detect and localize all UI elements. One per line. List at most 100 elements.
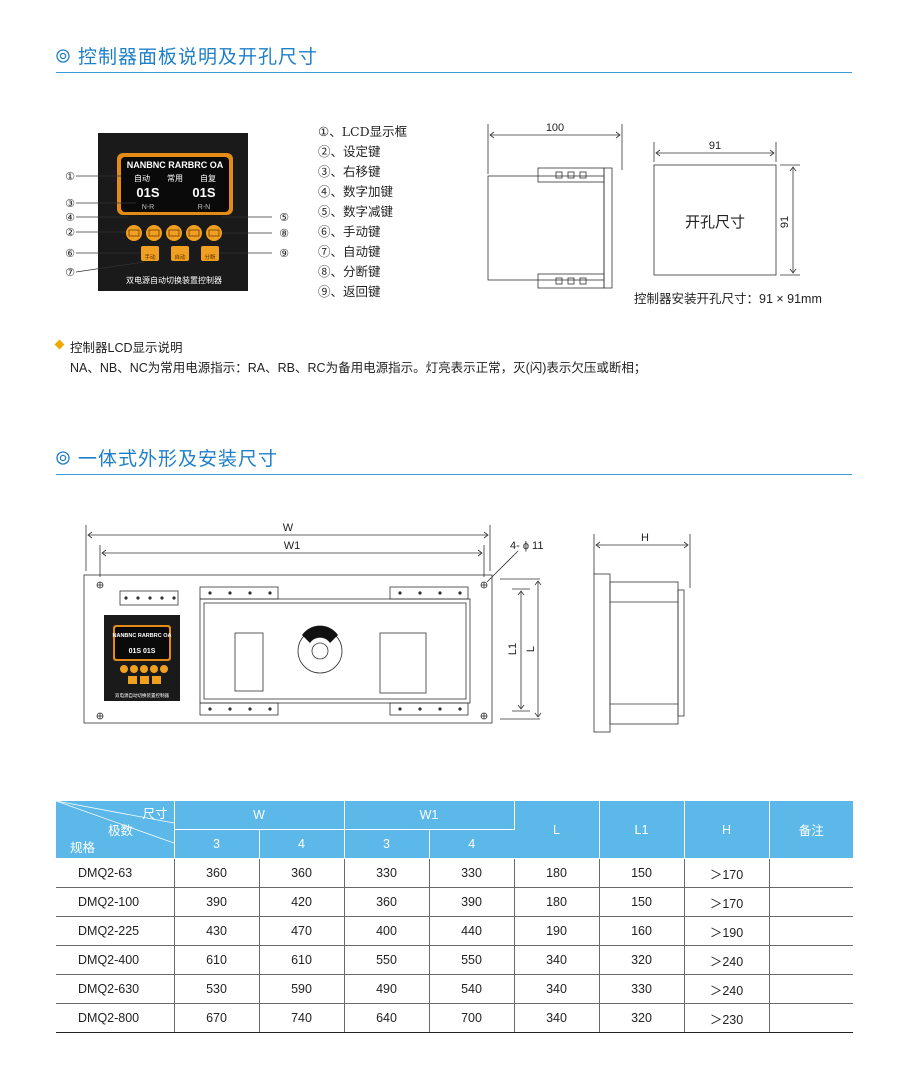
cell-h: ＞230 bbox=[684, 1003, 770, 1033]
cell-remark bbox=[769, 974, 853, 1004]
subheader-w-3: 3 bbox=[174, 829, 260, 859]
cell-l: 340 bbox=[514, 974, 600, 1004]
panel-caption: 双电源自动切换装置控制器 bbox=[126, 275, 222, 285]
cell-w4: 740 bbox=[259, 1003, 345, 1033]
table-row: DMQ2-800 670 740 640 700 340 320 ＞230 bbox=[56, 1003, 853, 1033]
legend-item: ⑥、手动键 bbox=[318, 224, 381, 239]
controller-panel-diagram: NANBNC RARBRC OA 自动 常用 自复 01S 01S N-R R-… bbox=[65, 133, 289, 291]
legend-item: ⑨、返回键 bbox=[318, 284, 381, 299]
cell-l1: 330 bbox=[599, 974, 685, 1004]
cell-w3: 390 bbox=[174, 887, 260, 917]
cell-w4: 470 bbox=[259, 916, 345, 946]
cell-h: ＞190 bbox=[684, 916, 770, 946]
cell-w1-3: 640 bbox=[344, 1003, 430, 1033]
cutout-caption: 控制器安装开孔尺寸：91 × 91mm bbox=[634, 292, 822, 306]
legend-item: ④、数字加键 bbox=[318, 184, 394, 199]
lcd-timer-right: 01S bbox=[192, 185, 215, 200]
note-text: NA、NB、NC为常用电源指示：RA、RB、RC为备用电源指示。灯亮表示正常，灭… bbox=[70, 361, 647, 375]
callout-5: ⑤ bbox=[279, 212, 289, 224]
switch-front-outline: NANBNC RARBRC OA 01S 01S 双电源自动切换装置控制器 W … bbox=[83, 522, 543, 724]
cell-w4: 420 bbox=[259, 887, 345, 917]
header-l: L bbox=[514, 801, 600, 859]
callout-6: ⑥ bbox=[65, 248, 75, 260]
dim-hole: 4- ϕ 11 bbox=[510, 540, 543, 552]
cell-l: 180 bbox=[514, 858, 600, 888]
legend-item: ③、右移键 bbox=[318, 164, 381, 179]
cell-w1-4: 700 bbox=[429, 1003, 515, 1033]
table-row: DMQ2-100 390 420 360 390 180 150 ＞170 bbox=[56, 887, 853, 917]
cell-w3: 670 bbox=[174, 1003, 260, 1033]
cell-l1: 320 bbox=[599, 1003, 685, 1033]
legend-item: ①、LCD显示框 bbox=[318, 124, 408, 139]
cell-l1: 150 bbox=[599, 858, 685, 888]
dim-cutout-width: 91 bbox=[709, 140, 721, 152]
cell-w1-3: 490 bbox=[344, 974, 430, 1004]
cell-remark bbox=[769, 858, 853, 888]
diamond-bullet-icon bbox=[54, 339, 65, 350]
cell-w1-4: 550 bbox=[429, 945, 515, 975]
cell-model: DMQ2-225 bbox=[56, 916, 175, 946]
header-w: W bbox=[174, 801, 345, 830]
cell-h: ＞170 bbox=[684, 887, 770, 917]
cell-w4: 610 bbox=[259, 945, 345, 975]
corner-poles-label: 极数 bbox=[108, 824, 134, 838]
lcd-mode-normal: 常用 bbox=[167, 174, 183, 183]
dim-l1: L1 bbox=[507, 643, 519, 655]
header-l1: L1 bbox=[599, 801, 685, 859]
manual-key-label: 手动 bbox=[144, 253, 156, 261]
cell-l1: 150 bbox=[599, 887, 685, 917]
switch-side-outline: H bbox=[593, 532, 691, 733]
cell-h: ＞240 bbox=[684, 945, 770, 975]
cell-w3: 530 bbox=[174, 974, 260, 1004]
panel-cutout-diagram: 91 91 开孔尺寸 bbox=[653, 140, 800, 276]
legend-item: ⑤、数字减键 bbox=[318, 204, 394, 219]
cell-model: DMQ2-800 bbox=[56, 1003, 175, 1033]
auto-key-label: 自动 bbox=[174, 253, 186, 261]
cell-model: DMQ2-100 bbox=[56, 887, 175, 917]
legend-item: ⑦、自动键 bbox=[318, 244, 381, 259]
table-row: DMQ2-400 610 610 550 550 340 320 ＞240 bbox=[56, 945, 853, 975]
corner-model-label: 规格 bbox=[70, 841, 96, 855]
break-key bbox=[201, 246, 219, 261]
circle-bullet-icon bbox=[56, 49, 70, 63]
svg-text:01S 01S: 01S 01S bbox=[129, 648, 156, 655]
auto-key bbox=[171, 246, 189, 261]
section-title: 一体式外形及安装尺寸 bbox=[78, 449, 279, 470]
legend-item: ⑧、分断键 bbox=[318, 264, 381, 279]
section-header-outline: 一体式外形及安装尺寸 bbox=[56, 444, 852, 475]
key-legend: ①、LCD显示框 ②、设定键 ③、右移键 ④、数字加键 ⑤、数字减键 ⑥、手动键… bbox=[318, 122, 407, 302]
cell-remark bbox=[769, 887, 853, 917]
section-title: 控制器面板说明及开孔尺寸 bbox=[78, 47, 319, 68]
subheader-w1-3: 3 bbox=[344, 829, 430, 859]
cell-remark bbox=[769, 945, 853, 975]
cell-l: 340 bbox=[514, 1003, 600, 1033]
cutout-label: 开孔尺寸 bbox=[685, 214, 745, 231]
callout-4: ④ bbox=[65, 212, 75, 224]
cell-l: 340 bbox=[514, 945, 600, 975]
callout-8: ⑧ bbox=[279, 228, 289, 240]
cell-remark bbox=[769, 1003, 853, 1033]
lcd-sub-right: R-N bbox=[198, 204, 210, 211]
cell-remark bbox=[769, 916, 853, 946]
cell-w1-4: 390 bbox=[429, 887, 515, 917]
note-heading: 控制器LCD显示说明 bbox=[70, 341, 183, 355]
dimension-table: 尺寸 极数 规格 W W1 L L1 H 备注 3 4 3 4 DMQ2-63 … bbox=[56, 801, 853, 1033]
dim-w1: W1 bbox=[284, 540, 301, 552]
header-remark: 备注 bbox=[769, 801, 853, 859]
subheader-w1-4: 4 bbox=[429, 829, 514, 859]
callout-7: ⑦ bbox=[65, 267, 75, 279]
subheader-w-4: 4 bbox=[259, 829, 345, 859]
cell-w1-4: 540 bbox=[429, 974, 515, 1004]
manual-key bbox=[141, 246, 159, 261]
cell-w1-3: 330 bbox=[344, 858, 430, 888]
mini-panel-caption: 双电源自动切换装置控制器 bbox=[115, 692, 169, 699]
cell-w4: 590 bbox=[259, 974, 345, 1004]
lcd-title: NANBNC RARBRC OA bbox=[127, 160, 224, 170]
legend-item: ②、设定键 bbox=[318, 144, 381, 159]
lcd-timer-left: 01S bbox=[136, 185, 159, 200]
cell-model: DMQ2-63 bbox=[56, 858, 175, 888]
section-header-panel: 控制器面板说明及开孔尺寸 bbox=[56, 42, 852, 73]
dim-cutout-height: 91 bbox=[779, 216, 791, 228]
cell-w1-3: 400 bbox=[344, 916, 430, 946]
header-w1: W1 bbox=[344, 801, 515, 830]
